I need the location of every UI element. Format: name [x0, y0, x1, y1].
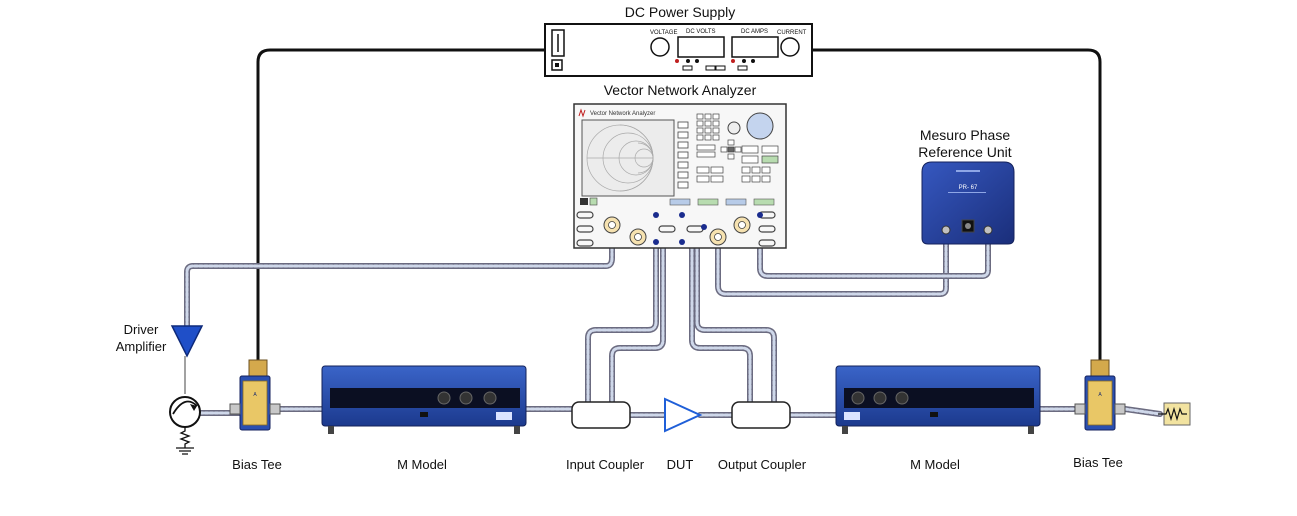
vna-brand-label: Vector Network Analyzer: [590, 111, 655, 117]
phase-reference-unit: PR- 67: [921, 161, 1015, 245]
psu-dc-amps-label: DC AMPS: [741, 29, 768, 35]
vna-main-knob-icon: [746, 112, 774, 140]
voltage-knob-icon: [650, 37, 670, 57]
phase-ref-port-icon: [941, 225, 951, 235]
current-knob-icon: [780, 37, 800, 57]
bias-tee-right-device: A: [1074, 359, 1126, 431]
psu-current-label: CURRENT: [777, 30, 807, 36]
dc-amps-display: [731, 36, 779, 58]
phase-ref-cable-2-core: [758, 213, 990, 278]
driver-amplifier: [170, 325, 204, 358]
psu-dc-volts-label: DC VOLTS: [686, 29, 716, 35]
output-coupler-label: Output Coupler: [717, 457, 807, 472]
driver-label-line1: Driver: [123, 322, 159, 337]
input-coupler-forward-cable-core: [586, 240, 658, 408]
vna-small-knob-icon: [727, 121, 741, 135]
phase-ref-label-line2: Reference Unit: [918, 144, 1012, 160]
amplifier-triangle-icon: [170, 325, 204, 358]
bias-tee-left-label: Bias Tee: [232, 457, 282, 472]
bias-tee-left-device: A: [229, 359, 281, 431]
input-coupler-label: Input Coupler: [565, 457, 645, 472]
vector-network-analyzer: Vector Network Analyzer: [573, 103, 787, 249]
dut-label: DUT: [666, 457, 694, 472]
m-model-right-label: M Model: [910, 457, 960, 472]
m-model-right-device: [835, 365, 1041, 434]
phase-ref-model-label: PR- 67: [959, 185, 978, 191]
dc-wire-left: [256, 48, 545, 362]
output-coupler-forward-cable-core: [690, 240, 752, 408]
rf-cables: [184, 212, 1163, 418]
input-coupler-device: [571, 401, 631, 429]
psu-voltage-label: VOLTAGE: [650, 30, 677, 36]
navigation-pad-icon: [720, 139, 742, 160]
dc-wire-right: [812, 48, 1102, 362]
m-model-left-device: [321, 365, 527, 434]
input-coupler-reverse-cable-core: [610, 240, 665, 408]
output-coupler-reverse-cable-core: [695, 240, 776, 408]
bias-tee-right-label: Bias Tee: [1073, 455, 1123, 470]
phase-ref-label-line1: Mesuro Phase: [919, 127, 1011, 143]
vna-label: Vector Network Analyzer: [603, 82, 757, 98]
svg-text:A: A: [1098, 392, 1102, 398]
output-coupler-device: [731, 401, 791, 429]
dc-power-supply-label: DC Power Supply: [624, 4, 736, 20]
dc-volts-display: [677, 36, 725, 58]
smith-chart-icon: [586, 124, 654, 192]
dc-wires: [256, 48, 1102, 362]
rf-main-line-right-core: [698, 407, 1162, 417]
phase-ref-cable-1-core: [716, 232, 948, 296]
signal-source: [169, 356, 201, 455]
driver-label-line2: Amplifier: [115, 339, 167, 354]
dc-power-supply: VOLTAGE CURRENT DC VOLTS DC AMPS: [544, 23, 813, 77]
m-model-left-label: M Model: [397, 457, 447, 472]
vna-port-connector-icon: [603, 216, 751, 246]
dut-amplifier-icon: [664, 397, 703, 433]
load-resistor-icon: [1158, 402, 1191, 426]
rf-main-line-left-core: [198, 407, 667, 417]
driver-to-vna-cable: [184, 230, 615, 329]
ground-icon: [176, 427, 194, 455]
driver-to-vna-cable-core: [185, 231, 614, 328]
svg-text:A: A: [253, 392, 257, 398]
